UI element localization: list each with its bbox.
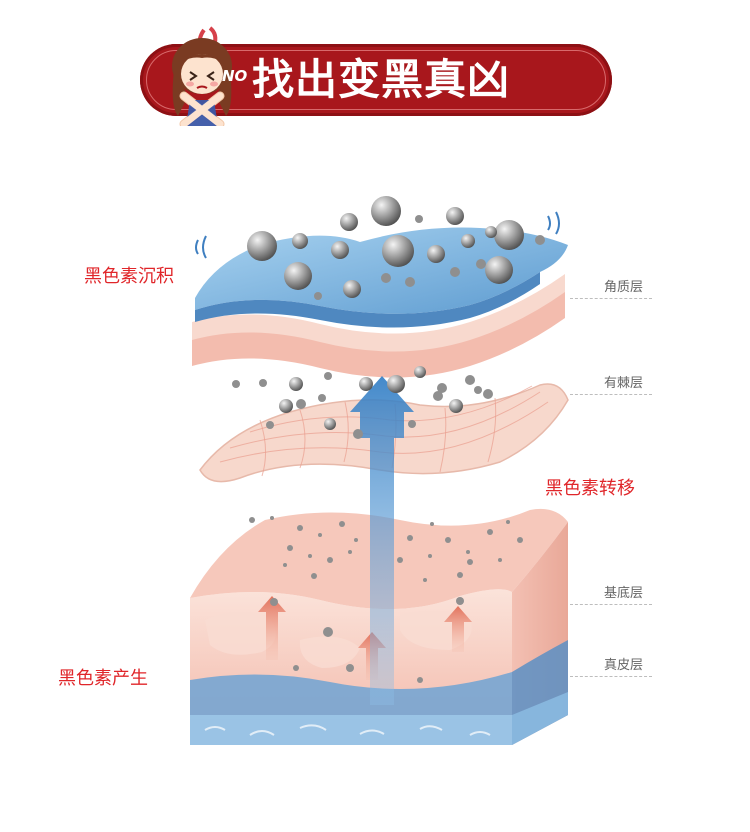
melanin-granule-icon	[340, 213, 358, 231]
melanin-granule-icon	[466, 550, 470, 554]
melanin-granule-icon	[457, 572, 463, 578]
page-title: 找出变黑真凶	[252, 55, 511, 104]
melanin-granule-icon	[461, 234, 475, 248]
melanin-granule-icon	[353, 429, 363, 439]
no-badge: NO	[222, 67, 248, 85]
melanin-granule-icon	[247, 231, 277, 261]
melanin-granule-icon	[428, 554, 432, 558]
up-arrow-icon	[350, 376, 414, 705]
melanin-granule-icon	[308, 554, 312, 558]
melanin-granule-icon	[339, 521, 345, 527]
melanin-granule-icon	[456, 597, 464, 605]
melanin-granule-icon	[323, 627, 333, 637]
melanin-granule-icon	[445, 537, 451, 543]
melanin-granule-icon	[270, 598, 278, 606]
layer-label-spinous: 有棘层	[604, 376, 644, 391]
melanin-granules	[232, 196, 545, 683]
layer-label-dermis: 真皮层	[604, 658, 644, 673]
melanin-granule-icon	[382, 235, 414, 267]
melanin-granule-icon	[405, 277, 415, 287]
melanin-granule-icon	[450, 267, 460, 277]
melanin-granule-icon	[311, 573, 317, 579]
melanin-granule-icon	[397, 557, 403, 563]
melanin-granule-icon	[465, 375, 475, 385]
stratum-corneum-stack	[192, 211, 568, 378]
melanin-granule-icon	[293, 665, 299, 671]
melanin-granule-icon	[327, 557, 333, 563]
melanin-granule-icon	[485, 256, 513, 284]
melanin-granule-icon	[314, 292, 322, 300]
melanin-granule-icon	[487, 529, 493, 535]
melanin-granule-icon	[343, 280, 361, 298]
melanin-granule-icon	[407, 535, 413, 541]
melanin-granule-icon	[287, 545, 293, 551]
melanin-granule-icon	[408, 420, 416, 428]
melanin-granule-icon	[270, 516, 274, 520]
melanin-granule-icon	[296, 399, 306, 409]
melanin-granule-icon	[476, 259, 486, 269]
melanin-granule-icon	[387, 375, 405, 393]
melanin-granule-icon	[284, 262, 312, 290]
melanin-granule-icon	[331, 241, 349, 259]
melanin-granule-icon	[297, 525, 303, 531]
process-label-deposition: 黑色素沉积	[84, 266, 174, 287]
melanin-granule-icon	[346, 664, 354, 672]
girl-mascot-icon	[172, 26, 232, 126]
melanin-granule-icon	[446, 207, 464, 225]
melanin-granule-icon	[289, 377, 303, 391]
melanin-granule-icon	[433, 391, 443, 401]
melanin-granule-icon	[535, 235, 545, 245]
basal-dermis-block	[190, 508, 568, 745]
melanin-granule-icon	[494, 220, 524, 250]
melanin-granule-icon	[415, 215, 423, 223]
melanin-granule-icon	[437, 383, 447, 393]
melanin-granule-icon	[249, 517, 255, 523]
layer-label-stratum-corneum: 角质层	[604, 280, 644, 295]
melanin-granule-icon	[266, 421, 274, 429]
melanin-granule-icon	[414, 366, 426, 378]
melanin-granule-icon	[318, 533, 322, 537]
melanin-granule-icon	[324, 372, 332, 380]
melanin-granule-icon	[449, 399, 463, 413]
melanin-granule-icon	[232, 380, 240, 388]
melanin-granule-icon	[517, 537, 523, 543]
melanin-granule-icon	[348, 550, 352, 554]
melanin-granule-icon	[354, 538, 358, 542]
leader-line	[570, 394, 652, 395]
melanin-granule-icon	[467, 559, 473, 565]
melanin-granule-icon	[279, 399, 293, 413]
melanin-granule-icon	[417, 677, 423, 683]
melanin-granule-icon	[259, 379, 267, 387]
melanin-granule-icon	[318, 394, 326, 402]
melanin-granule-icon	[371, 196, 401, 226]
melanin-granule-icon	[427, 245, 445, 263]
melanin-granule-icon	[474, 386, 482, 394]
melanin-granule-icon	[324, 418, 336, 430]
melanin-granule-icon	[506, 520, 510, 524]
leader-line	[570, 298, 652, 299]
melanin-granule-icon	[485, 226, 497, 238]
melanin-granule-icon	[381, 273, 391, 283]
melanin-granule-icon	[359, 377, 373, 391]
melanin-granule-icon	[498, 558, 502, 562]
process-label-production: 黑色素产生	[58, 668, 148, 689]
melanin-granule-icon	[423, 578, 427, 582]
header-banner: NO 找出变黑真凶	[140, 26, 612, 126]
layer-label-basal: 基底层	[604, 586, 644, 601]
leader-line	[570, 676, 652, 677]
melanin-granule-icon	[283, 563, 287, 567]
process-label-transfer: 黑色素转移	[545, 478, 635, 499]
melanin-granule-icon	[483, 389, 493, 399]
leader-line	[570, 604, 652, 605]
melanin-granule-icon	[430, 522, 434, 526]
melanin-granule-icon	[292, 233, 308, 249]
